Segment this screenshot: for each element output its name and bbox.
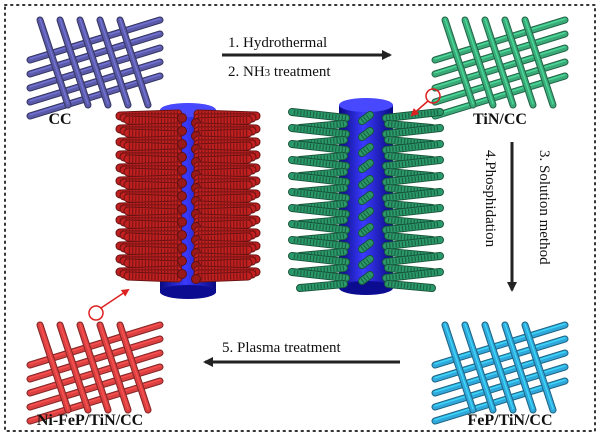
step5-label: 5. Plasma treatment [222,340,342,356]
ni-fep-tin-cc-mesh-icon [26,321,164,425]
step2-label: 2. NH3 treatment [228,64,331,80]
ni-fep-zoom-arrow [100,288,130,309]
ni-fep-tin-cc-label: Ni-FeP/TiN/CC [37,412,143,429]
step4-label: 4.Phosphidation [482,150,498,248]
tin-cc-mesh-icon [431,16,569,120]
step3-label: 3. Solution method [536,150,552,265]
fep-tin-cc-mesh-icon [431,321,569,425]
cc-label: CC [48,111,71,128]
dotted-border [4,4,596,432]
tin-zoom-circle [425,88,441,104]
ni-fep-zoom-circle [88,305,104,321]
cc-mesh-icon [26,16,164,120]
ni-fep-nanostructure [115,103,261,299]
tin-nanostructure [288,98,444,295]
step1-label: 1. Hydrothermal [228,35,327,51]
tin-cc-label: TiN/CC [473,111,527,128]
tin-zoom-arrow [410,100,429,117]
fep-tin-cc-label: FeP/TiN/CC [467,412,552,429]
